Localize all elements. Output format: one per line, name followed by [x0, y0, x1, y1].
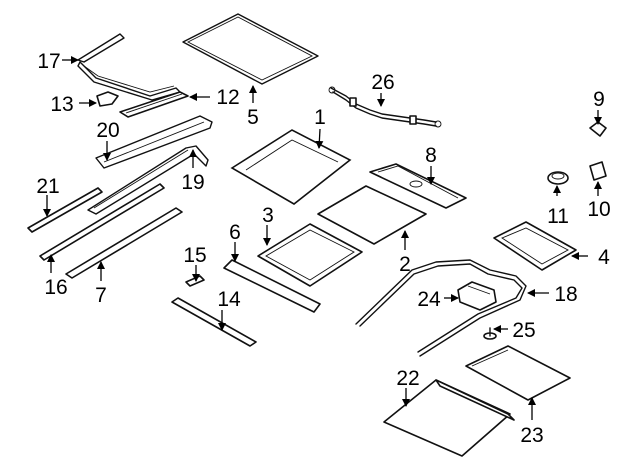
- part-4-sunshade-frame: [493, 221, 577, 271]
- part-21-trim-strip: [27, 187, 103, 233]
- part-2-sunshade-panel: [317, 185, 427, 245]
- part-14-seal-strip: [171, 297, 257, 347]
- part-19-guide-rail: [87, 145, 209, 215]
- callout-25: 25: [512, 319, 535, 342]
- callout-15: 15: [183, 244, 206, 267]
- part-6-front-trim: [223, 259, 321, 313]
- callout-10: 10: [587, 198, 610, 221]
- part-12-deflector-strip: [119, 91, 189, 118]
- callout-26: 26: [371, 71, 394, 94]
- callout-16: 16: [44, 276, 67, 299]
- callout-4: 4: [598, 246, 610, 269]
- callout-23: 23: [520, 424, 543, 447]
- part-13-clip: [96, 91, 119, 107]
- part-26-wiring-harness: [328, 86, 442, 128]
- callout-14: 14: [217, 288, 241, 311]
- part-3-frame-seal: [257, 223, 363, 287]
- callout-6: 6: [229, 221, 241, 244]
- callout-11: 11: [547, 205, 569, 228]
- part-22-sunshade-assembly: [383, 379, 515, 457]
- part-24-motor: [457, 281, 497, 311]
- callout-5: 5: [247, 106, 259, 129]
- part-25-bolt: [483, 327, 497, 340]
- parts-layer: [27, 13, 607, 457]
- callout-1: 1: [314, 106, 326, 129]
- callout-22: 22: [396, 367, 419, 390]
- callout-9: 9: [593, 88, 605, 111]
- part-23-sunshade-roller: [465, 345, 571, 401]
- part-16-trim-strip: [39, 183, 165, 261]
- part-18-guide-cable: [355, 259, 527, 357]
- leader-lines: [43, 56, 602, 420]
- part-1-glass-panel: [230, 129, 352, 205]
- part-9-push-pin: [589, 121, 607, 137]
- part-5-seal-frame: [182, 13, 319, 85]
- callout-numbers: 1 2 3 4 5 6 7 8 9 10 11 12 13 14 15 16 1…: [36, 50, 610, 447]
- callout-13: 13: [50, 93, 73, 116]
- callout-3: 3: [262, 204, 274, 227]
- callout-7: 7: [95, 284, 107, 307]
- callout-18: 18: [554, 283, 577, 306]
- callout-20: 20: [96, 119, 119, 142]
- part-7-weather-strip: [65, 207, 183, 279]
- part-11-grommet: [547, 171, 569, 185]
- callout-19: 19: [181, 171, 204, 194]
- part-15-tab: [185, 275, 205, 287]
- part-10-clip: [589, 161, 607, 181]
- callout-21: 21: [36, 175, 59, 198]
- callout-17: 17: [37, 50, 60, 73]
- callout-24: 24: [417, 288, 441, 311]
- callout-8: 8: [425, 144, 437, 167]
- callout-2: 2: [399, 253, 411, 276]
- part-17-frame-corner: [77, 33, 181, 101]
- callout-12: 12: [216, 86, 239, 109]
- leader-1: [315, 128, 324, 149]
- part-8-cross-member: [369, 163, 467, 209]
- part-20-guide-rail: [95, 115, 213, 169]
